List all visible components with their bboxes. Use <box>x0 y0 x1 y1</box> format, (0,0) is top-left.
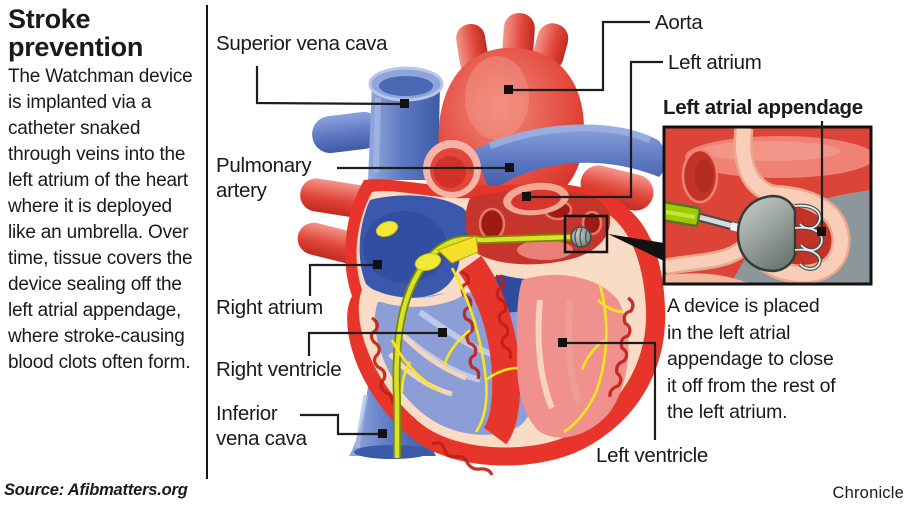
leader-lines <box>255 20 824 440</box>
highlight-box <box>563 214 609 254</box>
catheter-handle <box>665 201 702 227</box>
left-atrium-chamber <box>465 190 611 265</box>
label-inferior-vena-cava: Inferior vena cava <box>216 402 307 450</box>
superior-vena-cava-shape <box>368 66 444 180</box>
label-left-ventricle: Left ventricle <box>596 444 709 467</box>
sa-av-nodes <box>375 220 442 271</box>
inset-watchman-device <box>736 194 824 273</box>
inset-title: Left atrial appendage <box>663 96 863 119</box>
label-right-ventricle: Right ventricle <box>216 358 342 381</box>
label-left-atrium: Left atrium <box>668 51 762 74</box>
intro-paragraph: The Watchman device is implanted via a c… <box>8 66 193 373</box>
source-line: Source: Afibmatters.org <box>4 481 188 499</box>
label-superior-vena-cava: Superior vena cava <box>216 32 388 55</box>
zoom-wedge <box>608 234 664 261</box>
inset-caption: A device is placed in the left atrial ap… <box>667 295 836 423</box>
label-aorta: Aorta <box>655 11 703 34</box>
watchman-device <box>570 226 592 248</box>
label-right-atrium: Right atrium <box>216 296 323 319</box>
conduction-fibers <box>390 267 625 434</box>
label-pulmonary-artery: Pulmonary artery <box>216 154 312 202</box>
inset-detail <box>662 125 873 286</box>
page-title: Stroke prevention <box>8 4 144 62</box>
column-divider <box>206 5 208 479</box>
pulmonary-artery-shape <box>474 124 667 192</box>
inset-border <box>662 125 873 286</box>
credit-line: Chronicle <box>832 484 904 502</box>
left-ventricle-chamber <box>516 274 629 438</box>
leader-dots <box>373 85 826 438</box>
